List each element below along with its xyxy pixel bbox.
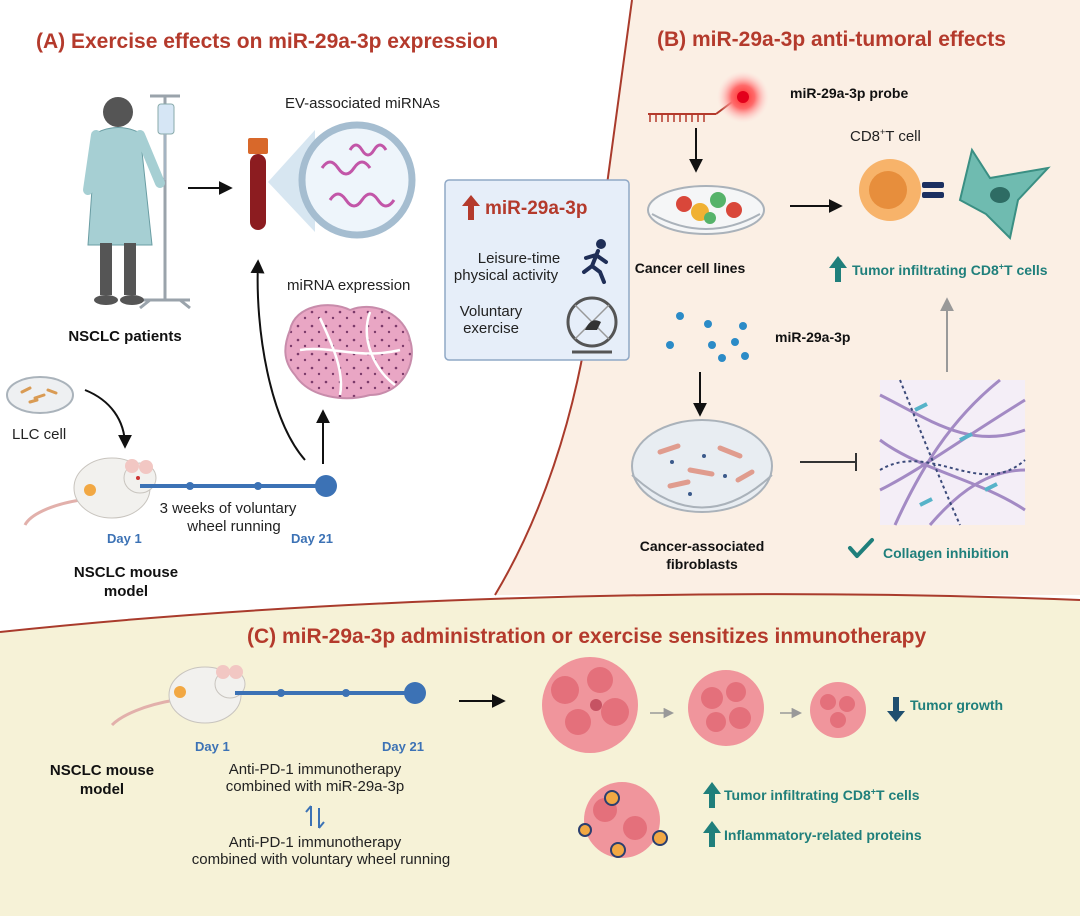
mirna-tissue-icon [284,304,413,400]
patient-figure [83,97,165,305]
arrow-timeline-to-tube [250,259,306,461]
cd8-t-cell-icon [859,159,944,221]
tumor-small-icon [810,682,866,738]
mouse-model-c-line1: NSCLC mouse [49,762,155,779]
inhibition-arrow [800,453,857,471]
hamster-wheel-icon [566,296,618,354]
center-box-title: miR-29a-3p [485,198,588,219]
therapy-a-line2: combined with miR-29a-3p [225,778,405,795]
iv-stand [139,94,191,310]
up-arrow-icon [829,256,847,282]
probe-label: miR-29a-3p probe [790,85,909,101]
tumor-cell-icon [958,147,1051,241]
therapy-a-line1: Anti-PD-1 immunotherapy [228,761,402,778]
check-icon [848,538,874,558]
probe-icon [648,71,769,123]
magnify-cone [268,130,315,232]
panel-b-title: (B) miR-29a-3p anti-tumoral effects [657,28,1006,51]
ev-label: EV-associated miRNAs [285,95,441,112]
panel-a-title: (A) Exercise effects on miR-29a-3p expre… [36,30,499,53]
cd8-t-cell-label: CD8+T cell [850,127,921,146]
blood-tube-icon [248,138,268,230]
mirna-label: miR-29a-3p [775,329,851,345]
timeline-c-day21: Day 21 [382,739,424,754]
mouse-model-c-line2: model [79,781,125,798]
cancer-cell-dish-icon [647,185,765,235]
up-arrow-icon [703,821,721,847]
panel-c-border [0,593,1080,633]
caf-line2: fibroblasts [666,556,738,572]
tumor-infiltrating-b-label: Tumor infiltrating CD8+T cells [852,261,1048,278]
leisure-line1: Leisure-time [477,250,561,267]
tumor-growth-label: Tumor growth [910,697,1004,713]
therapy-b-line2: combined with voluntary wheel running [191,851,451,868]
arrow-llc-to-mouse [84,389,132,449]
therapy-b-line1: Anti-PD-1 immunotherapy [228,834,402,851]
voluntary-line2: exercise [463,320,519,337]
up-arrow-icon [462,195,480,220]
timeline-a-day21: Day 21 [291,531,333,546]
timeline-c-day1: Day 1 [195,739,230,754]
tumor-large-icon [542,657,638,753]
cancer-lines-label: Cancer cell lines [634,260,746,276]
exchange-arrows-icon [305,805,325,829]
tumor-infiltrated-icon [578,782,668,858]
tumor-medium-icon [688,670,764,746]
llc-dish-icon [6,376,74,414]
mouse-model-a-line2: model [103,583,149,600]
down-arrow-icon [887,697,905,722]
voluntary-line1: Voluntary [459,303,523,320]
timeline-a-day1: Day 1 [107,531,142,546]
caf-dish-icon [631,419,773,513]
patients-label: NSCLC patients [68,328,182,345]
collagen-fibers-icon [879,378,1026,526]
ev-mirna-circle [298,121,416,239]
timeline-a-text-2: wheel running [187,518,281,535]
center-box [444,179,630,361]
up-arrow-icon [703,782,721,808]
timeline-a [140,475,337,497]
mirna-dots [666,312,749,362]
timeline-a-text-1: 3 weeks of voluntary [159,500,297,517]
timeline-c [235,682,426,704]
collagen-label: Collagen inhibition [883,545,1009,561]
inflammatory-label: Inflammatory-related proteins [724,827,922,843]
llc-cell-label: LLC cell [12,426,67,443]
caf-line1: Cancer-associated [639,538,765,554]
runner-icon [582,239,608,284]
mouse-a-icon [23,457,157,526]
tumor-infiltrating-c-label: Tumor infiltrating CD8+T cells [724,786,920,803]
leisure-line2: physical activity [453,267,559,284]
mirna-expression-label: miRNA expression [287,277,411,294]
panel-c-title: (C) miR-29a-3p administration or exercis… [247,625,927,648]
mouse-model-a-line1: NSCLC mouse [73,564,179,581]
panel-c-background [0,594,1080,916]
